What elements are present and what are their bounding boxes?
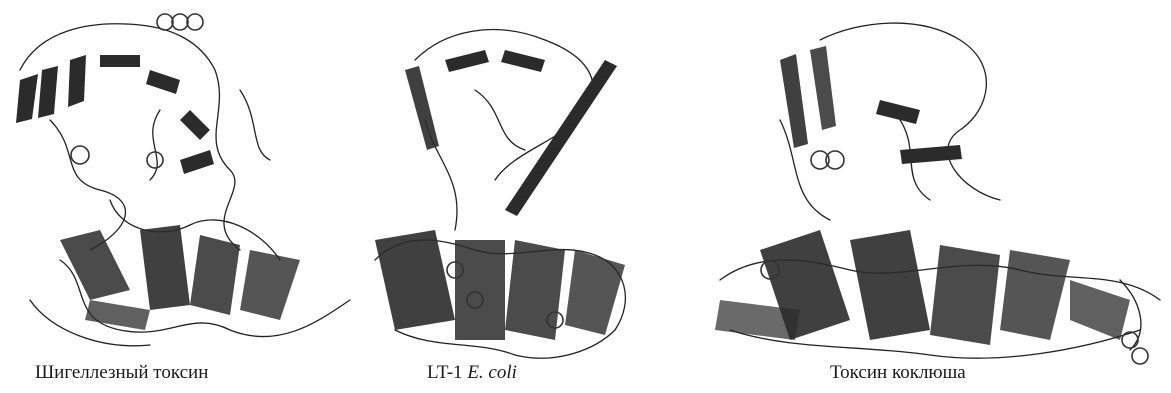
figure-panel-lt1-e-coli: LT-1 E. coli (355, 0, 655, 393)
panel-caption: LT-1 E. coli (427, 362, 517, 384)
figure-panel-shiga-toxin: Шигеллезный токсин (0, 0, 390, 393)
protein-structure-image (355, 0, 655, 370)
panel-caption: Токсин коклюша (830, 362, 966, 384)
caption-organism: E. coli (467, 362, 517, 383)
figure-panel-pertussis-toxin: Токсин коклюша (700, 0, 1171, 393)
protein-structure-image (0, 0, 390, 370)
panel-caption: Шигеллезный токсин (35, 362, 208, 384)
caption-prefix: LT-1 (427, 362, 463, 383)
protein-structure-image (700, 0, 1171, 370)
